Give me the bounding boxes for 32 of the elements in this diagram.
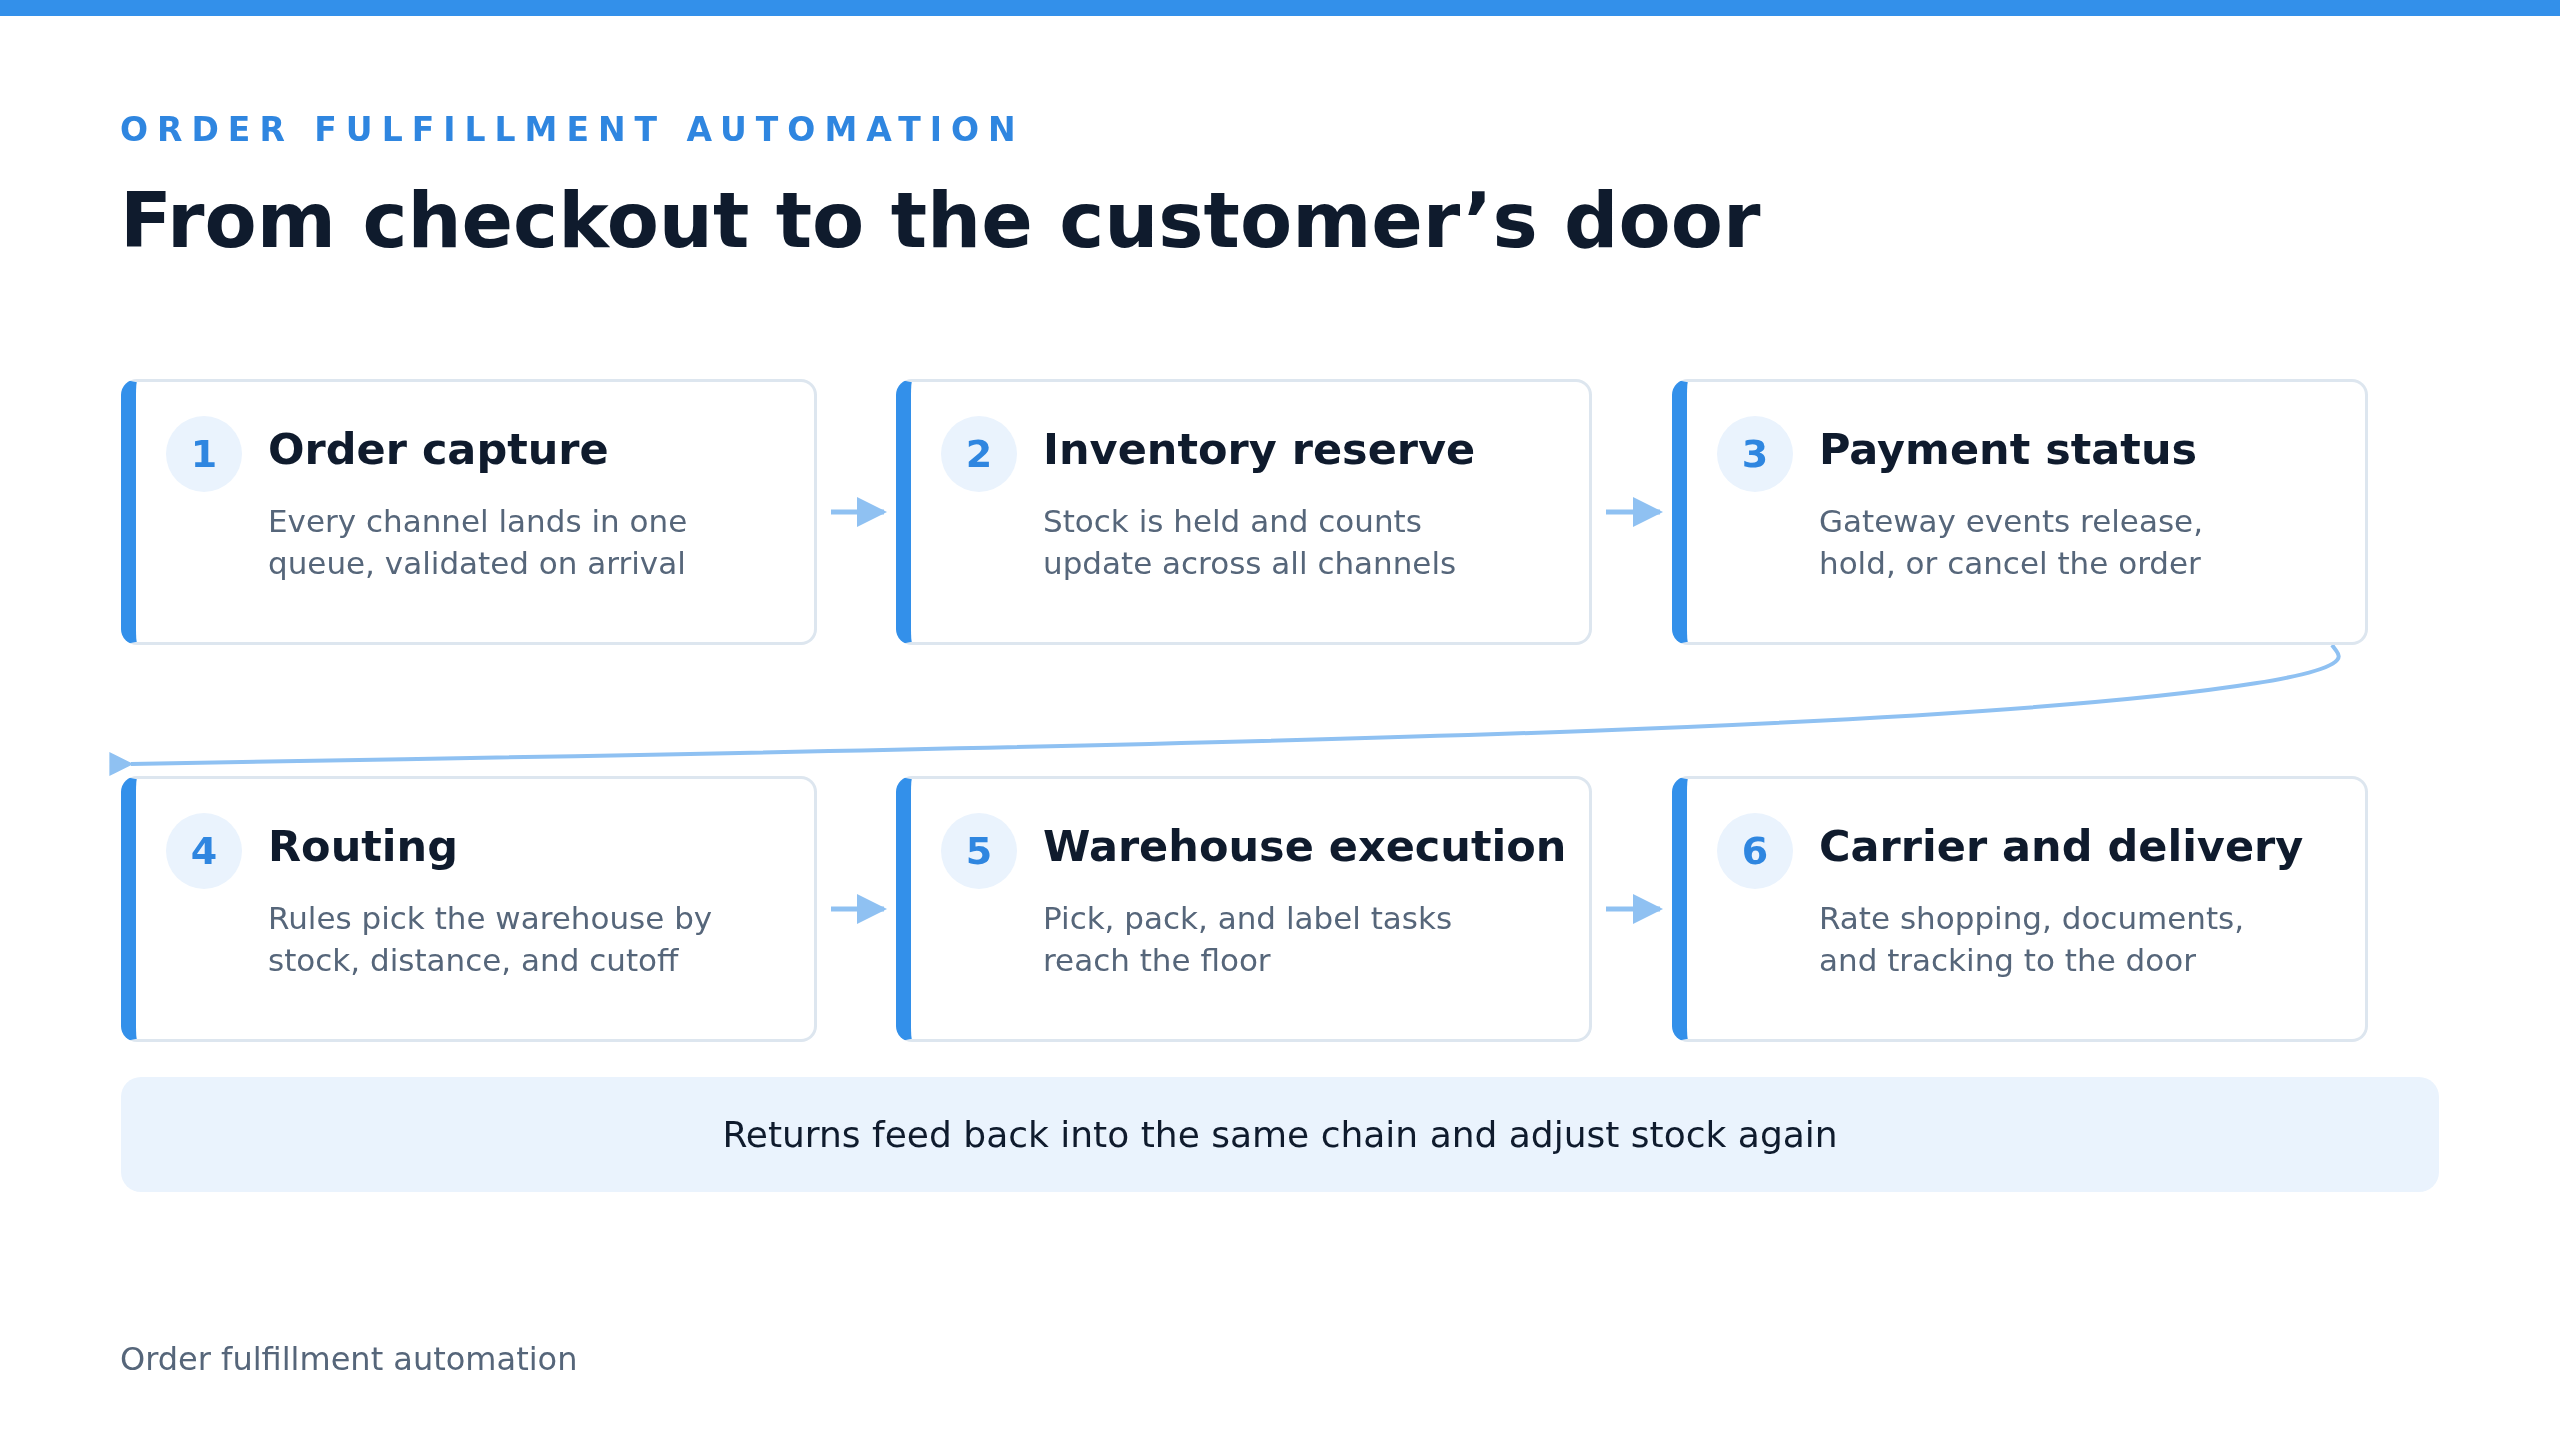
step-description: Rate shopping, documents, and tracking to the door (1819, 899, 2246, 980)
arrow (831, 894, 887, 924)
eyebrow-label: ORDER FULFILLMENT AUTOMATION (120, 110, 1025, 149)
step-card (121, 776, 817, 1042)
step-description: Pick, pack, and label tasks reach the floor (1043, 899, 1454, 980)
step-heading: Order capture (268, 424, 609, 474)
step-heading: Warehouse execution (1043, 821, 1567, 871)
step-card (896, 776, 1592, 1042)
arrow (831, 497, 887, 527)
step-heading: Routing (268, 821, 458, 871)
step-description: Gateway events release, hold, or cancel the order (1819, 502, 2204, 583)
step-number: 1 (166, 416, 242, 492)
step-card (1672, 776, 2368, 1042)
step-number: 3 (1717, 416, 1793, 492)
step-heading: Payment status (1819, 424, 2198, 474)
step-description: Every channel lands in one queue, validated on arrival (268, 502, 689, 583)
arrow (1606, 894, 1663, 924)
arrow (1606, 497, 1663, 527)
step-number: 5 (941, 813, 1017, 889)
step-number: 6 (1717, 813, 1793, 889)
step-heading: Carrier and delivery (1819, 821, 2304, 871)
step-card (896, 379, 1592, 645)
step-heading: Inventory reserve (1043, 424, 1476, 474)
step-card (1672, 379, 2368, 645)
note-text: Returns feed back into the same chain and adjust stock again (722, 1114, 1838, 1155)
footer-text: Order fulfillment automation (120, 1340, 578, 1378)
step-number: 4 (166, 813, 242, 889)
step-description: Rules pick the warehouse by stock, distance, and cutoff (268, 899, 714, 980)
title: From checkout to the customer’s door (120, 176, 1761, 265)
step-card (121, 379, 817, 645)
step-description: Stock is held and counts update across all channels (1043, 502, 1458, 583)
step-number: 2 (941, 416, 1017, 492)
